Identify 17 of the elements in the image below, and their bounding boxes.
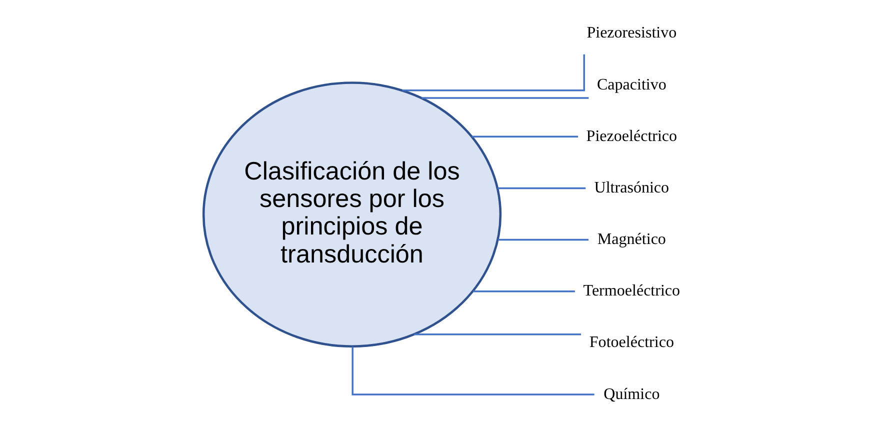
connector xyxy=(414,334,581,336)
connector xyxy=(498,238,588,241)
connector xyxy=(402,54,585,92)
node-text: Ultrasónico xyxy=(594,179,670,196)
node-text: Termoeléctrico xyxy=(583,282,680,300)
connector xyxy=(473,290,575,292)
node-text: Químico xyxy=(604,386,660,403)
node-text: Piezoresistivo xyxy=(586,24,677,42)
connector xyxy=(352,346,594,396)
connector xyxy=(422,97,589,99)
node-text: Capacitivo xyxy=(596,76,666,94)
node-ellipse: Clasificación de los sensores por los principios de transducción xyxy=(202,82,502,348)
node-text: Fotoeléctrico xyxy=(589,334,674,352)
connector xyxy=(498,187,586,190)
node-text: Piezoeléctrico xyxy=(586,128,678,145)
connector xyxy=(472,136,578,138)
node-text: Magnético xyxy=(597,231,666,248)
